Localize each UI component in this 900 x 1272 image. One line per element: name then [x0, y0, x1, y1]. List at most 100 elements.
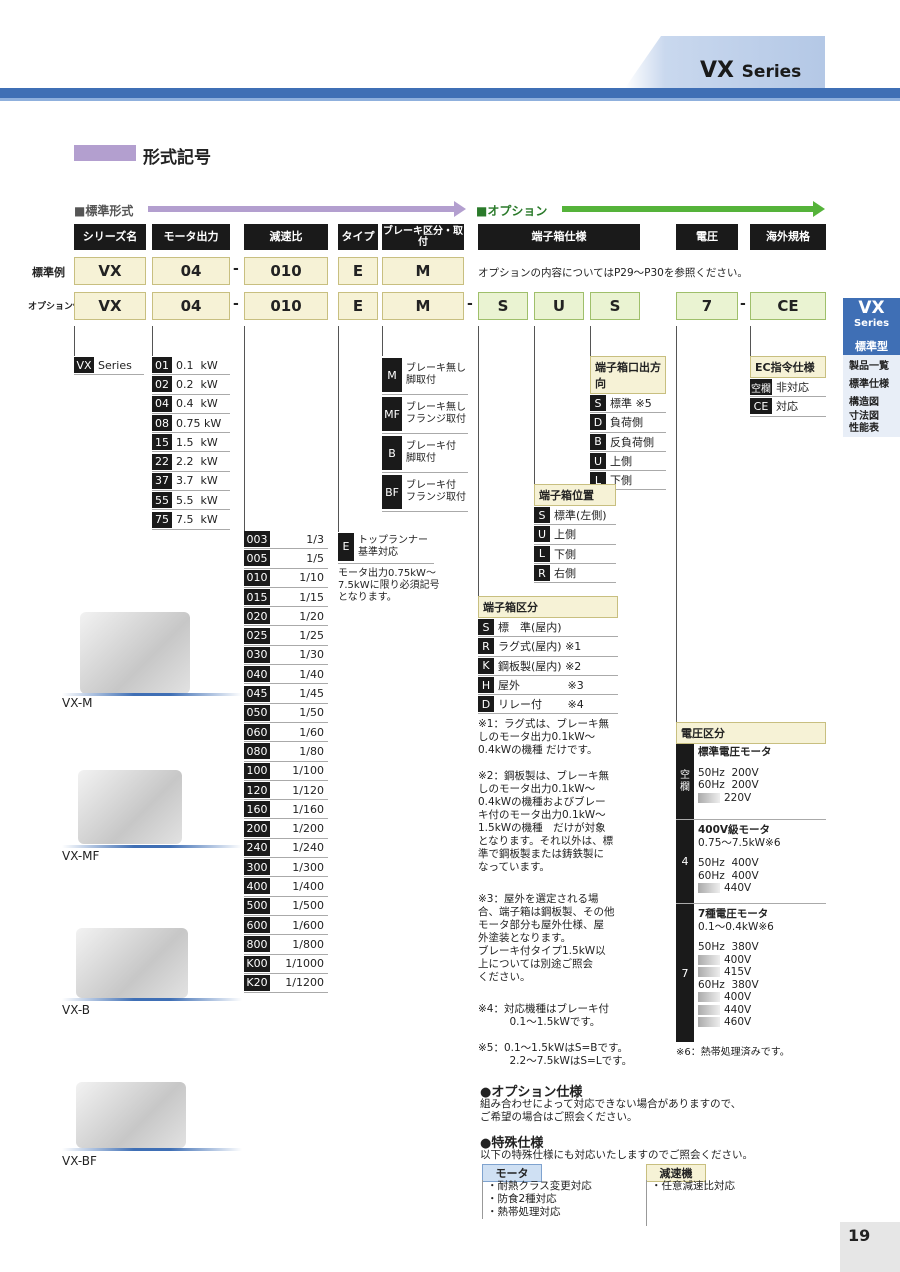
voltage-line: 400V: [724, 953, 752, 966]
item-label: 標準(左側): [554, 509, 607, 523]
side-tab-item[interactable]: 構造図: [843, 391, 900, 411]
code-badge: 500: [244, 897, 270, 914]
voltage-line: 60Hz 400V: [698, 869, 759, 882]
voltage-line: 50Hz 380V: [698, 941, 759, 953]
opt-ratio: 010: [244, 292, 328, 320]
blank-cell: [698, 992, 720, 1002]
side-tab-series[interactable]: VX Series: [843, 298, 900, 336]
model-label: VX-MF: [62, 849, 100, 863]
side-tab-item[interactable]: 標準仕様: [843, 373, 900, 393]
model-label: VX-BF: [62, 1154, 97, 1168]
item-label: 1/3: [306, 532, 324, 546]
code-badge: 100: [244, 762, 270, 779]
code-badge: 080: [244, 743, 270, 760]
connector: [590, 326, 591, 356]
side-tab-item[interactable]: 製品一覧: [843, 355, 900, 375]
item-label: 1/800: [292, 937, 324, 951]
list-item: 080 1/80: [244, 742, 328, 762]
item-label: 反負荷側: [610, 435, 654, 449]
code-badge: 600: [244, 917, 270, 934]
code-badge: 240: [244, 839, 270, 856]
item-label: 1/25: [299, 629, 324, 643]
code-badge: 02: [152, 376, 172, 393]
head-ratio: 減速比: [244, 224, 328, 250]
code-badge: 045: [244, 685, 270, 702]
code-badge: B: [382, 436, 402, 470]
opt-row-label: オプション例: [28, 302, 83, 312]
option-note: オプションの内容についてはP29～P30を参照ください。: [478, 267, 748, 279]
photo-underline: [62, 998, 242, 1001]
head-motor: モータ出力: [152, 224, 230, 250]
voltage-note: ※6：熱帯処理済みです。: [676, 1047, 790, 1058]
dash: -: [467, 296, 473, 312]
photo-underline: [62, 1148, 242, 1151]
voltage-group-body: 標準電圧モータ 50Hz 200V 60Hz 200V 220V: [698, 744, 772, 819]
voltage-line: 50Hz 400V: [698, 857, 759, 869]
code-badge: 060: [244, 724, 270, 741]
voltage-line: 60Hz 380V: [698, 978, 759, 991]
option-spec-title: ●オプション仕様: [480, 1085, 583, 1100]
connector: [152, 326, 153, 356]
side-tab-item[interactable]: 寸法図 性能表: [843, 409, 900, 438]
code-badge: U: [534, 526, 550, 543]
code-badge: 160: [244, 801, 270, 818]
code-badge: 040: [244, 666, 270, 683]
code-badge: VX: [74, 357, 94, 374]
code-badge: 75: [152, 511, 172, 528]
item-label: 上側: [610, 455, 632, 469]
opt-series: VX: [74, 292, 146, 320]
item-label: 1/60: [299, 725, 324, 739]
special-gear-items: ・任意減速比対応: [646, 1180, 806, 1226]
code-badge: 010: [244, 569, 270, 586]
code-badge: S: [478, 619, 494, 636]
blank-cell: [698, 883, 720, 893]
item-label: 1/80: [299, 744, 324, 758]
voltage-line: 220V: [724, 791, 752, 804]
code-badge: 025: [244, 627, 270, 644]
item-label: 鋼板製(屋内) ※2: [498, 659, 582, 673]
opt-overseas: CE: [750, 292, 826, 320]
section-marker: [74, 145, 136, 161]
item-label: 下側: [554, 547, 576, 561]
connector: [478, 326, 479, 596]
item-label: リレー付 ※4: [498, 698, 584, 712]
head-overseas: 海外規格: [750, 224, 826, 250]
side-tab-active[interactable]: 標準型: [843, 336, 900, 358]
code-badge: 005: [244, 550, 270, 567]
note-5: ※5：0.1～1.5kWはS=Bです。 2.2～7.5kWはS=Lです。: [478, 1042, 633, 1067]
voltage-group: 7 7種電圧モータ 0.1～0.4kW※6 50Hz 380V 400V 415…: [676, 904, 826, 1042]
model-label: VX-B: [62, 1003, 90, 1017]
blank-cell: [698, 967, 720, 977]
code-badge: 15: [152, 434, 172, 451]
opt-tb-pos: U: [534, 292, 584, 320]
motor-photo-vx-mf: [78, 770, 182, 844]
code-badge: E: [338, 532, 354, 561]
page-number: 19: [840, 1222, 900, 1272]
ec-head: EC指令仕様: [750, 356, 826, 378]
code-badge: R: [478, 638, 494, 655]
voltage-line: 415V: [724, 966, 752, 978]
option-spec-text: 組み合わせによって対応できない場合がありますので、 ご希望の場合はご照会ください…: [480, 1098, 742, 1123]
head-voltage: 電圧: [676, 224, 738, 250]
code-badge: 120: [244, 782, 270, 798]
header-title: VX Series: [700, 58, 802, 83]
item-label: 1/400: [292, 879, 324, 893]
